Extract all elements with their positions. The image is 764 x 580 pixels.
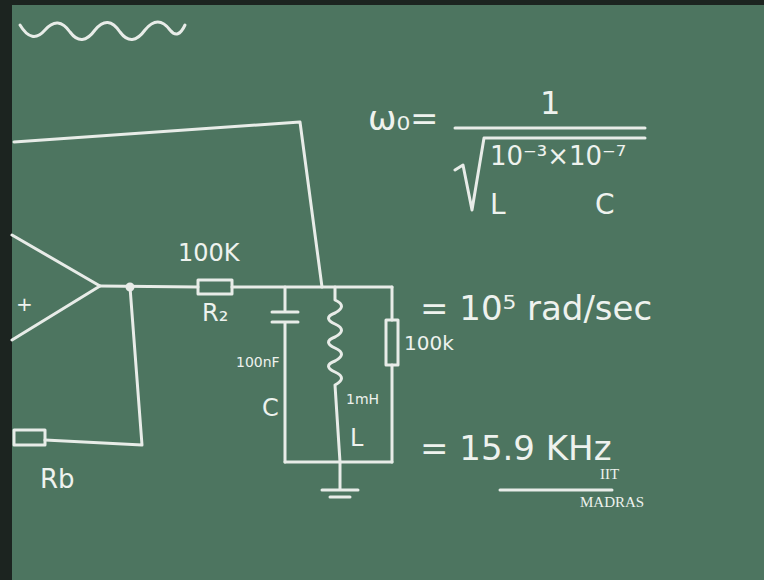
part-name: Rb <box>40 465 75 494</box>
formula-text: 10⁻³×10⁻⁷ <box>490 142 626 171</box>
wire <box>391 287 394 462</box>
board-edge <box>0 0 12 580</box>
formula-text: C <box>595 190 615 221</box>
resistor-symbol <box>198 280 232 294</box>
part-name: L <box>350 425 363 451</box>
capacitor-symbol <box>272 287 298 462</box>
watermark: IIT <box>600 466 619 483</box>
opamp-symbol <box>12 235 100 340</box>
wire <box>100 286 198 287</box>
part-name: C <box>262 395 279 421</box>
inductor-value: 1mH <box>346 392 379 407</box>
formula-text: ω₀= <box>368 100 439 137</box>
resistor-value: 100k <box>404 332 454 354</box>
inductor-symbol <box>329 287 342 462</box>
formula-text: 1 <box>540 86 560 121</box>
formula-text: = 15.9 KHz <box>420 430 612 467</box>
board-edge <box>0 0 764 5</box>
wire <box>232 286 392 289</box>
capacitor-value: 100nF <box>236 355 280 370</box>
resistor-symbol <box>386 320 398 365</box>
underline <box>500 489 612 492</box>
fraction-bar <box>455 127 645 130</box>
formula-text: L <box>490 190 506 221</box>
part-name: R₂ <box>202 300 228 326</box>
pin-name: + <box>16 293 33 315</box>
resistor-value: 100K <box>178 240 240 266</box>
ground-symbol <box>322 462 358 497</box>
wave-sketch <box>20 22 185 40</box>
formula-text: = 10⁵ rad/sec <box>420 290 652 327</box>
resistor-symbol <box>14 430 45 445</box>
watermark: MADRAS <box>580 494 644 511</box>
radical-sign <box>455 138 645 210</box>
wire <box>45 287 142 445</box>
